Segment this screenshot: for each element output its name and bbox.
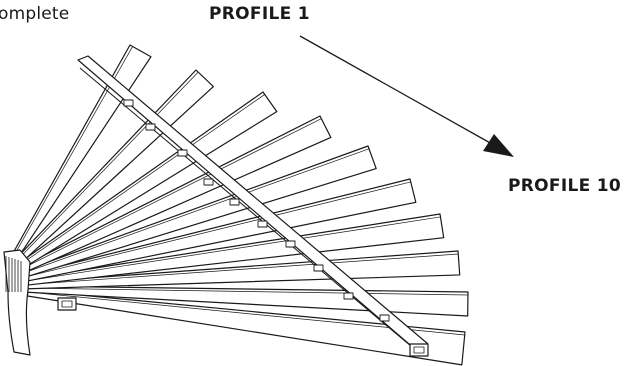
arrow-shaft — [299, 35, 493, 145]
blade-edge — [15, 148, 370, 277]
mount-clip — [379, 314, 390, 322]
caption-text: omplete — [0, 4, 70, 24]
blade-edge — [13, 118, 322, 274]
pivot-hub — [3, 249, 31, 356]
mount-clip — [257, 220, 268, 228]
bracket-inset — [413, 346, 425, 354]
mount-clip — [313, 264, 324, 272]
support-bar-edge — [79, 67, 419, 353]
mount-clip — [285, 240, 296, 248]
blade-edge — [19, 216, 441, 283]
arrow-head — [483, 134, 514, 157]
diagonal-support-bar — [57, 55, 429, 357]
profile-10-label: PROFILE 10 — [508, 176, 621, 196]
mount-clip — [145, 123, 156, 131]
blade-edge — [21, 253, 459, 286]
mount-clip — [123, 99, 134, 107]
mount-clip — [229, 198, 240, 206]
bracket-inset — [61, 300, 73, 308]
mount-clip — [203, 178, 214, 186]
blade-edge — [17, 181, 411, 280]
mount-clip — [177, 149, 188, 157]
direction-arrow — [299, 35, 514, 157]
blade-edge — [12, 94, 265, 270]
mount-clip — [343, 292, 354, 300]
profile-1-label: PROFILE 1 — [209, 4, 310, 24]
blade-edge — [11, 71, 199, 267]
blade-edge — [22, 287, 468, 296]
